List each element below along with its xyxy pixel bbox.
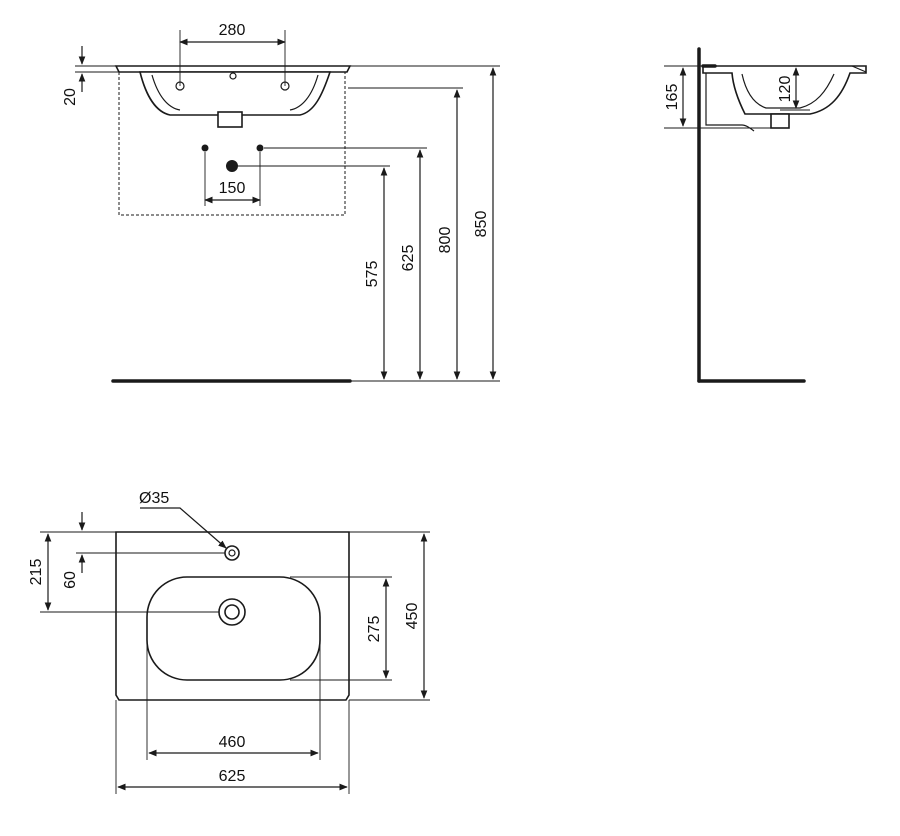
basin-rim xyxy=(114,65,352,73)
dim-label-625-width: 625 xyxy=(219,768,246,785)
rim-lip xyxy=(851,65,867,73)
bowl-inner-right xyxy=(289,74,319,111)
bowl-inner-left xyxy=(151,74,181,111)
dim-label-60: 60 xyxy=(62,571,79,589)
front-view: 280 20 150 575 625 800 850 xyxy=(62,22,500,383)
dim-label-460: 460 xyxy=(219,734,246,751)
tap-hole-top-inner xyxy=(228,549,236,557)
waste-outlet-side xyxy=(770,113,790,129)
basin-profile xyxy=(702,65,867,115)
dim-label-120: 120 xyxy=(777,76,794,103)
dim-label-850: 850 xyxy=(473,211,490,238)
overflow-hole xyxy=(229,72,237,80)
drain-inner xyxy=(224,604,240,620)
basin-bowl-top xyxy=(146,576,321,681)
dim-label-215: 215 xyxy=(28,559,45,586)
dim-label-280: 280 xyxy=(219,22,246,39)
side-view: 165 120 xyxy=(664,47,867,383)
dim-label-450: 450 xyxy=(404,603,421,630)
dim-label-165: 165 xyxy=(664,84,681,111)
pipe-point-right xyxy=(256,144,264,152)
leader-dia-35 xyxy=(140,507,227,549)
tap-hole-top xyxy=(224,545,240,561)
waste-outlet xyxy=(217,111,243,128)
bowl-inner-profile xyxy=(741,73,835,109)
pipe-point-left xyxy=(201,144,209,152)
top-view: Ø35 215 60 275 450 460 625 xyxy=(28,490,430,794)
dim-label-150: 150 xyxy=(219,180,246,197)
drain-point xyxy=(226,160,238,172)
dim-label-575: 575 xyxy=(364,261,381,288)
dim-label-800: 800 xyxy=(437,227,454,254)
dim-label-625: 625 xyxy=(400,245,417,272)
dim-label-20: 20 xyxy=(62,88,79,106)
dim-label-dia-35: Ø35 xyxy=(139,490,169,507)
waste-pipe xyxy=(705,73,755,132)
dim-label-275: 275 xyxy=(366,616,383,643)
